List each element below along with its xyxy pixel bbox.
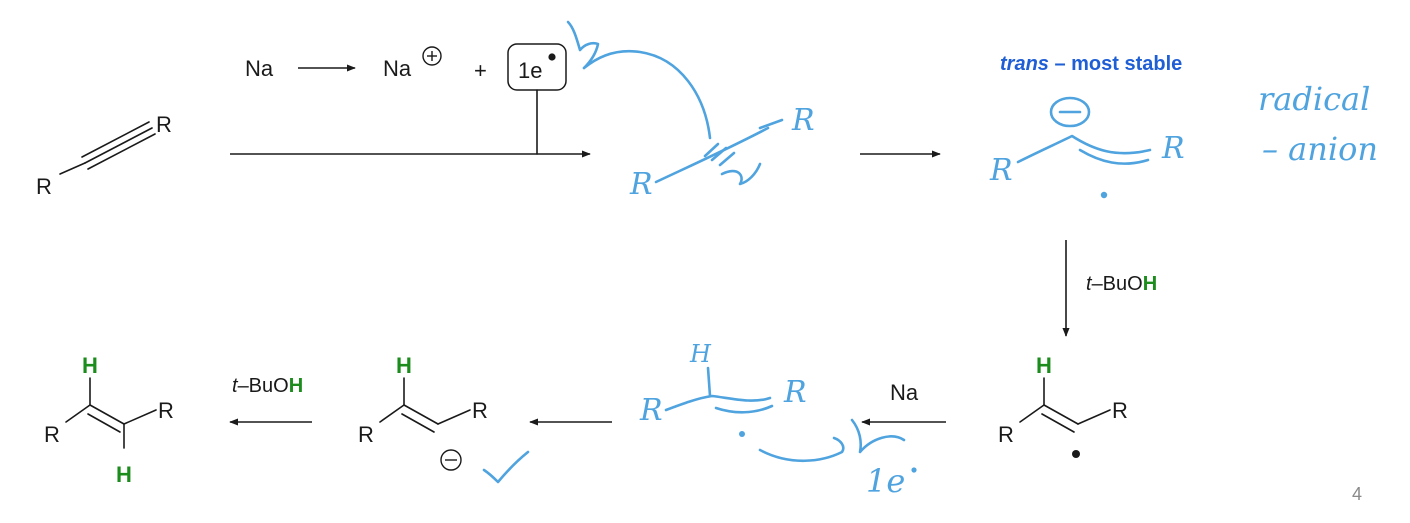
vinyl-radical-r-bond <box>1019 404 1045 423</box>
plus-charge-icon <box>422 46 442 66</box>
alkyne-triple-bond-1 <box>84 127 153 164</box>
na-ion-label: Na <box>383 56 412 81</box>
vinyl-anion-h: H <box>396 353 412 378</box>
minus-charge-icon <box>440 449 462 471</box>
trans-alkene-product: H R R H <box>44 353 174 487</box>
alkyne-r-right: R <box>156 112 172 137</box>
product-double-bond-2 <box>87 413 121 433</box>
alkyne-bond-left <box>59 162 86 175</box>
radical-anion-r-right: R <box>1161 131 1185 166</box>
product-r-left-bond <box>65 404 91 423</box>
protonation-reagent: t–BuOH <box>1086 273 1157 295</box>
starting-alkyne: R R <box>36 112 172 199</box>
radical-dot-icon <box>911 467 917 473</box>
final-protonation-reagent: t–BuOH <box>232 375 303 397</box>
vinyl-radical-double-bond-2 <box>1041 413 1075 433</box>
vinyl-radical-double-bond-1 <box>1043 404 1079 425</box>
trans-stability-label: trans – most stable <box>1000 53 1182 75</box>
electron-label: 1e <box>518 58 542 83</box>
product-r-left: R <box>44 422 60 447</box>
hand-radical-anion: R R <box>989 96 1185 199</box>
slide-number: 4 <box>1352 484 1362 504</box>
product-h-top: H <box>82 353 98 378</box>
hand-vinyl-r-right: R <box>783 375 807 410</box>
alkyne-triple-bond-3 <box>87 133 156 170</box>
sodium-ionization: Na Na + 1e <box>245 43 567 155</box>
vinyl-anion-r-right: R <box>472 398 488 423</box>
checkmark-icon <box>482 450 530 484</box>
note-line-anion: – anion <box>1262 130 1378 168</box>
vinyl-anion-double-bond-2 <box>401 413 435 433</box>
radical-anion-note: radical – anion <box>1258 80 1378 168</box>
hand-r-right: R <box>791 103 815 138</box>
hand-electron-label: 1e <box>866 462 905 500</box>
radical-dot-icon <box>739 431 745 437</box>
alkyne-triple-bond-2 <box>81 121 150 158</box>
product-h-bottom: H <box>116 462 132 487</box>
alkyne-r-left: R <box>36 174 52 199</box>
radical-dot-icon <box>1100 191 1108 199</box>
vinyl-anion-r-right-bond <box>437 409 471 425</box>
hand-vinyl-r-left: R <box>639 393 663 428</box>
hand-alkyne: R R <box>629 103 815 202</box>
plus-sign: + <box>474 58 487 83</box>
vinyl-radical-r-left: R <box>998 422 1014 447</box>
vinyl-anion: H R R <box>358 353 530 484</box>
electron-transfer-arrow <box>566 20 712 140</box>
product-r-right-bond <box>123 409 157 425</box>
vinyl-radical-h: H <box>1036 353 1052 378</box>
radical-dot-icon <box>548 53 556 61</box>
vinyl-radical-r-right: R <box>1112 398 1128 423</box>
hand-vinyl-radical: H R R 1e <box>639 340 917 500</box>
product-r-right: R <box>158 398 174 423</box>
vinyl-anion-r-bond <box>379 404 405 423</box>
product-double-bond-1 <box>89 404 125 425</box>
reduction-reagent: Na <box>890 380 919 405</box>
vinyl-anion-double-bond-1 <box>403 404 439 425</box>
note-line-radical: radical <box>1258 80 1370 118</box>
vinyl-anion-r-left: R <box>358 422 374 447</box>
radical-anion-r-left: R <box>989 153 1013 188</box>
vinyl-radical: H R R <box>998 353 1128 458</box>
na-label: Na <box>245 56 274 81</box>
lone-pair-minus-icon <box>1049 96 1091 128</box>
hand-r-left: R <box>629 167 653 202</box>
radical-dot-icon <box>1072 450 1080 458</box>
hand-vinyl-h: H <box>689 340 712 368</box>
vinyl-radical-r-right-bond <box>1077 409 1111 425</box>
